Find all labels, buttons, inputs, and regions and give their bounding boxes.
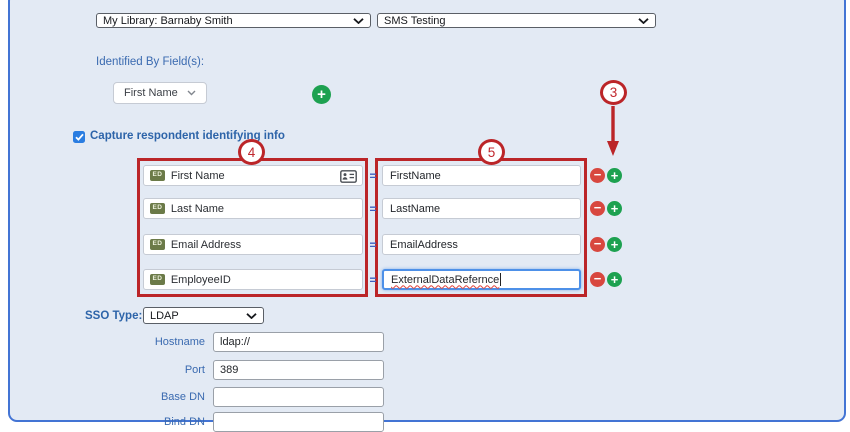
- annotation-arrow-down-icon: [607, 106, 619, 156]
- add-row-button[interactable]: +: [607, 237, 622, 252]
- hostname-input[interactable]: [213, 332, 384, 352]
- annotation-step-5-number: 5: [487, 144, 496, 160]
- equals-sign: =: [369, 169, 377, 183]
- mapped-value-input-employee-id[interactable]: ExternalDataRefernce: [382, 269, 581, 290]
- embedded-data-badge: ED: [150, 203, 165, 214]
- chevron-down-icon: [638, 17, 649, 24]
- field-select-last-name[interactable]: ED Last Name: [143, 198, 363, 219]
- remove-row-button[interactable]: −: [590, 168, 605, 183]
- port-label: Port: [184, 364, 205, 376]
- base-dn-input[interactable]: [213, 387, 384, 407]
- mapped-value-text: LastName: [390, 202, 441, 215]
- identified-by-label: Identified By Field(s):: [96, 56, 205, 68]
- bind-dn-input[interactable]: [213, 412, 384, 432]
- mapped-value-text: EmailAddress: [390, 238, 458, 251]
- field-name-text: Last Name: [170, 202, 225, 215]
- annotation-step-5: 5: [478, 139, 505, 165]
- field-select-email-address[interactable]: ED Email Address: [143, 234, 363, 255]
- sso-type-label: SSO Type:: [85, 310, 143, 322]
- add-row-button[interactable]: +: [607, 168, 622, 183]
- add-row-button[interactable]: +: [607, 201, 622, 216]
- mapped-value-input-email-address[interactable]: EmailAddress: [382, 234, 581, 255]
- embedded-data-badge: ED: [150, 170, 165, 181]
- annotation-step-4-number: 4: [247, 144, 256, 160]
- field-name-text: EmployeeID: [170, 273, 231, 286]
- add-row-button[interactable]: +: [607, 272, 622, 287]
- identified-by-field-value: First Name: [124, 87, 178, 99]
- remove-row-button[interactable]: −: [590, 237, 605, 252]
- library-select-value: My Library: Barnaby Smith: [103, 14, 233, 27]
- field-select-first-name[interactable]: ED First Name: [143, 165, 363, 186]
- mapped-value-input-first-name[interactable]: FirstName: [382, 165, 581, 186]
- annotation-step-3-number: 3: [609, 85, 618, 100]
- embedded-data-badge: ED: [150, 274, 165, 285]
- equals-sign: =: [369, 238, 377, 252]
- chevron-down-icon: [353, 17, 364, 24]
- mapped-value-text: ExternalDataRefernce: [391, 273, 500, 286]
- contact-card-icon[interactable]: [340, 170, 357, 183]
- annotation-step-3: 3: [600, 80, 627, 105]
- port-input[interactable]: [213, 360, 384, 380]
- identified-by-field-select[interactable]: First Name: [113, 82, 207, 104]
- chevron-down-icon: [187, 90, 196, 96]
- remove-row-button[interactable]: −: [590, 201, 605, 216]
- add-identified-field-button[interactable]: +: [312, 85, 331, 104]
- annotation-step-4: 4: [238, 139, 265, 165]
- sso-type-select[interactable]: LDAP: [143, 307, 264, 324]
- remove-row-button[interactable]: −: [590, 272, 605, 287]
- mapped-value-input-last-name[interactable]: LastName: [382, 198, 581, 219]
- equals-sign: =: [369, 273, 377, 287]
- base-dn-label: Base DN: [160, 391, 205, 403]
- field-select-employee-id[interactable]: ED EmployeeID: [143, 269, 363, 290]
- embedded-data-badge: ED: [150, 239, 165, 250]
- sso-type-value: LDAP: [150, 309, 179, 322]
- bind-dn-label: Bind DN: [164, 416, 205, 428]
- chevron-down-icon: [246, 312, 257, 319]
- mapped-value-text: FirstName: [390, 169, 441, 182]
- hostname-label: Hostname: [154, 336, 205, 348]
- library-select[interactable]: My Library: Barnaby Smith: [96, 13, 371, 28]
- annotation-box-4: [137, 158, 368, 297]
- field-name-text: Email Address: [170, 238, 242, 251]
- field-name-text: First Name: [170, 169, 225, 182]
- checkmark-icon: [74, 133, 84, 141]
- equals-sign: =: [369, 202, 377, 216]
- text-caret: [500, 273, 502, 286]
- capture-info-label: Capture respondent identifying info: [90, 130, 285, 142]
- survey-select[interactable]: SMS Testing: [377, 13, 656, 28]
- survey-select-value: SMS Testing: [384, 14, 446, 27]
- capture-info-checkbox[interactable]: [73, 131, 85, 143]
